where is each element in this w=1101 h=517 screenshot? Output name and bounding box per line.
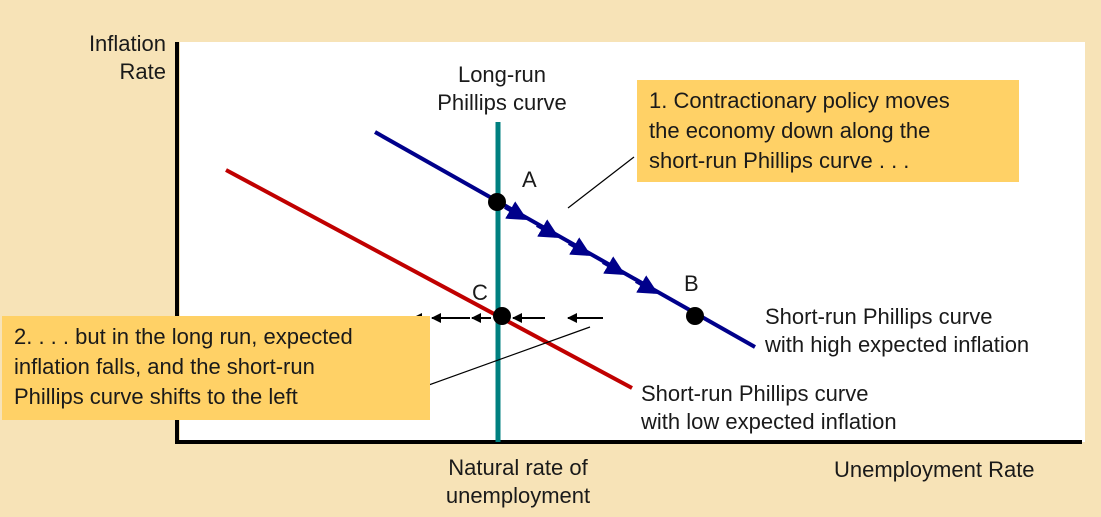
callout-1-line3: short-run Phillips curve . . . <box>649 148 910 173</box>
low-sr-label-line2: with low expected inflation <box>641 409 897 434</box>
point-c-marker <box>493 307 511 325</box>
point-c-label: C <box>472 280 488 305</box>
natural-rate-label: Natural rate of unemployment <box>398 454 638 510</box>
y-axis-label-line1: Inflation <box>88 31 166 56</box>
callout-2-leader <box>425 326 591 387</box>
point-b-label: B <box>684 271 699 296</box>
y-axis-label-line2: Rate <box>119 59 166 84</box>
callout-2-line2: inflation falls, and the short-run <box>14 354 315 379</box>
high-expected-curve-label: Short-run Phillips curve with high expec… <box>765 303 1029 359</box>
high-sr-label-line2: with high expected inflation <box>765 332 1030 357</box>
callout-2-line1: 2. . . . but in the long run, expected <box>14 324 353 349</box>
low-expected-curve-label: Short-run Phillips curve with low expect… <box>641 380 897 436</box>
callout-1-line1: 1. Contractionary policy moves <box>649 88 950 113</box>
natural-rate-label-line1: Natural rate of <box>448 455 588 480</box>
natural-rate-label-line2: unemployment <box>445 483 591 508</box>
x-axis-label: Unemployment Rate <box>834 457 1035 482</box>
y-axis-label: Inflation Rate <box>50 30 166 86</box>
point-b-marker <box>686 307 704 325</box>
long-run-label-line1: Long-run <box>457 62 547 87</box>
contractionary-policy-callout: 1. Contractionary policy moves the econo… <box>637 80 1019 182</box>
long-run-shift-callout: 2. . . . but in the long run, expected i… <box>2 316 430 420</box>
callout-1-leader <box>567 156 635 209</box>
long-run-label-line2: Phillips curve <box>437 90 567 115</box>
point-a-marker <box>488 193 506 211</box>
long-run-curve-label: Long-run Phillips curve <box>402 61 602 117</box>
callout-2-line3: Phillips curve shifts to the left <box>14 384 298 409</box>
callout-1-line2: the economy down along the <box>649 118 931 143</box>
point-a-label: A <box>522 167 537 192</box>
high-sr-label-line1: Short-run Phillips curve <box>765 304 993 329</box>
movement-arrows-along-curve <box>503 201 659 295</box>
low-sr-label-line1: Short-run Phillips curve <box>641 381 869 406</box>
short-run-phillips-curve-low <box>225 168 633 390</box>
